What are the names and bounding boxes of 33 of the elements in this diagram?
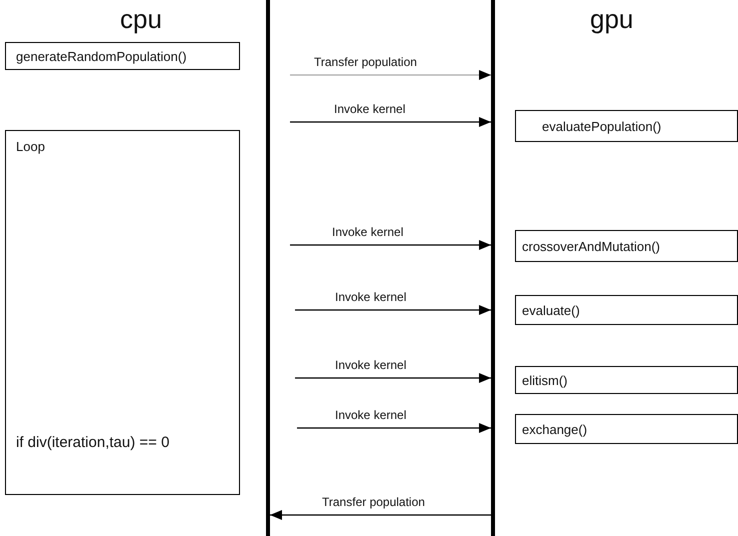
lane-heading: gpu [590,4,634,34]
box-text: if div(iteration,tau) == 0 [16,434,170,451]
kernel-box [515,366,738,394]
kernel-box [515,414,738,444]
lifeline [491,0,495,536]
edge-label: Invoke kernel [332,102,408,116]
box-text: generateRandomPopulation() [16,49,187,64]
arrow [295,305,491,315]
box-text: crossoverAndMutation() [522,239,660,254]
edge-label: Invoke kernel [330,225,406,239]
arrow [297,423,491,433]
edge-label: Transfer population [320,495,427,509]
arrow [290,117,491,127]
kernel-box [515,295,738,325]
arrow [270,510,491,520]
box-text: exchange() [522,422,588,437]
kernel-box [515,110,738,142]
arrow [295,373,491,383]
lifeline [266,0,270,536]
box-text: evaluate() [522,303,580,318]
box-heading: Loop [16,139,45,154]
edge-label: Transfer population [312,55,419,69]
arrow [290,240,491,250]
arrow [290,70,491,80]
edge-label: Invoke kernel [333,358,408,372]
box-text: evaluatePopulation() [542,119,662,134]
process-box [5,42,240,70]
lane-heading: cpu [120,4,162,34]
loop-box [5,130,240,495]
kernel-box [515,230,738,262]
box-text: elitism() [522,373,568,388]
edge-label: Invoke kernel [333,408,408,422]
edge-label: Invoke kernel [333,290,408,304]
